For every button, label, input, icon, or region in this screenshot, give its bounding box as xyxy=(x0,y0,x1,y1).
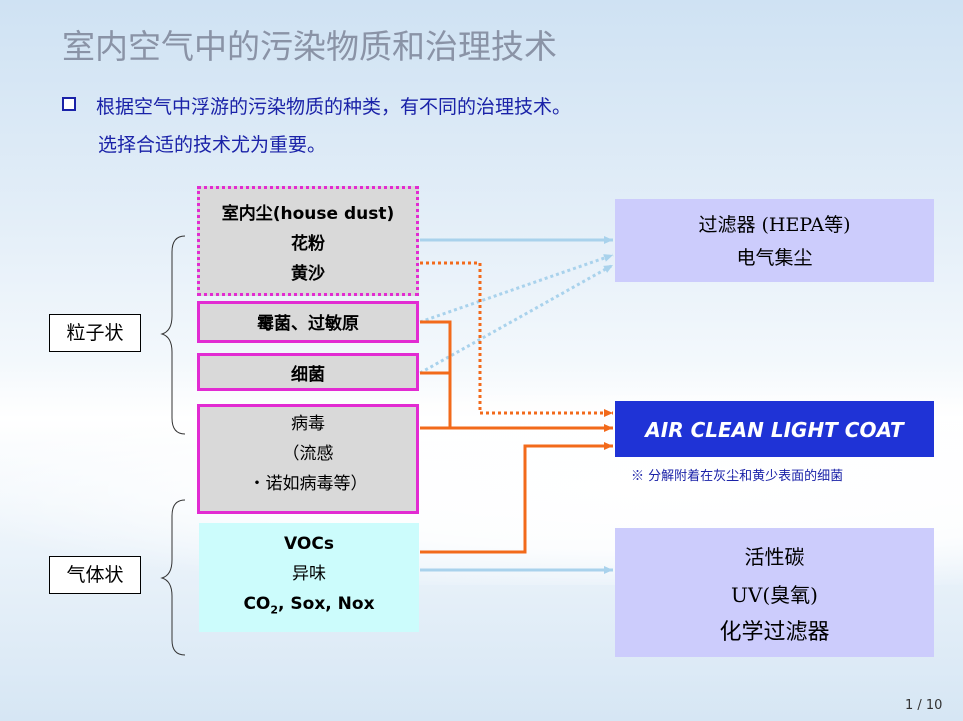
co2-subscript: 2 xyxy=(270,603,279,617)
page-number: 1 / 10 xyxy=(905,698,943,713)
intro-line-1: 根据空气中浮游的污染物质的种类，有不同的治理技术。 xyxy=(96,96,572,118)
target-filter-line-1: 过滤器 (HEPA等) xyxy=(698,214,851,236)
slide-title: 室内空气中的污染物质和治理技术 xyxy=(62,27,557,66)
source-mold-box: 霉菌、过敏原 xyxy=(197,301,419,343)
source-mold-label: 霉菌、过敏原 xyxy=(257,314,359,334)
source-dust-box: 室内尘(house dust) 花粉 黄沙 xyxy=(197,186,419,296)
arrow-gas-to-aclc xyxy=(420,442,613,554)
intro-line-2: 选择合适的技术尤为重要。 xyxy=(98,134,327,156)
source-virus-box: 病毒 （流感 ・诺如病毒等） xyxy=(197,404,419,514)
arrow-mold-to-filter xyxy=(419,253,614,324)
source-dust-line-2: 花粉 xyxy=(291,234,325,254)
source-gas-box: VOCs 异味 CO2, Sox, Nox xyxy=(199,523,419,632)
category-gas-label: 气体状 xyxy=(49,556,141,594)
target-chem-box: 活性碳 UV(臭氧) 化学过滤器 xyxy=(615,528,934,657)
checkbox-bullet-icon xyxy=(62,97,76,111)
target-aclc-note: ※ 分解附着在灰尘和黄少表面的细菌 xyxy=(631,469,844,484)
source-virus-line-3: ・诺如病毒等） xyxy=(248,474,368,494)
co2-rest: , Sox, Nox xyxy=(278,594,375,614)
source-gas-line-1: VOCs xyxy=(284,534,334,554)
connector-mold xyxy=(420,320,452,428)
target-chem-line-1: 活性碳 xyxy=(744,545,805,569)
target-filter-line-2: 电气集尘 xyxy=(736,247,813,269)
target-filter-box: 过滤器 (HEPA等) 电气集尘 xyxy=(615,199,934,282)
arrow-dust-to-aclc xyxy=(420,261,613,417)
source-virus-line-1: 病毒 xyxy=(291,414,325,434)
category-particle-label: 粒子状 xyxy=(49,314,141,352)
arrow-bacteria-to-filter xyxy=(419,263,614,375)
brace-gas xyxy=(160,499,186,656)
source-dust-line-1: 室内尘(house dust) xyxy=(221,204,395,224)
source-gas-line-3: CO2, Sox, Nox xyxy=(199,589,419,625)
source-dust-line-3: 黄沙 xyxy=(291,264,325,284)
target-aclc-box: AIR CLEAN LIGHT COAT xyxy=(615,401,934,457)
source-virus-line-2: （流感 xyxy=(282,444,334,464)
source-bacteria-box: 细菌 xyxy=(197,353,419,391)
target-chem-line-3: 化学过滤器 xyxy=(719,620,830,645)
source-bacteria-label: 细菌 xyxy=(291,365,325,385)
brace-particle xyxy=(160,235,186,435)
source-gas-line-2: 异味 xyxy=(292,564,326,584)
target-chem-line-2: UV(臭氧) xyxy=(731,583,818,607)
co2-main: CO xyxy=(243,594,271,614)
